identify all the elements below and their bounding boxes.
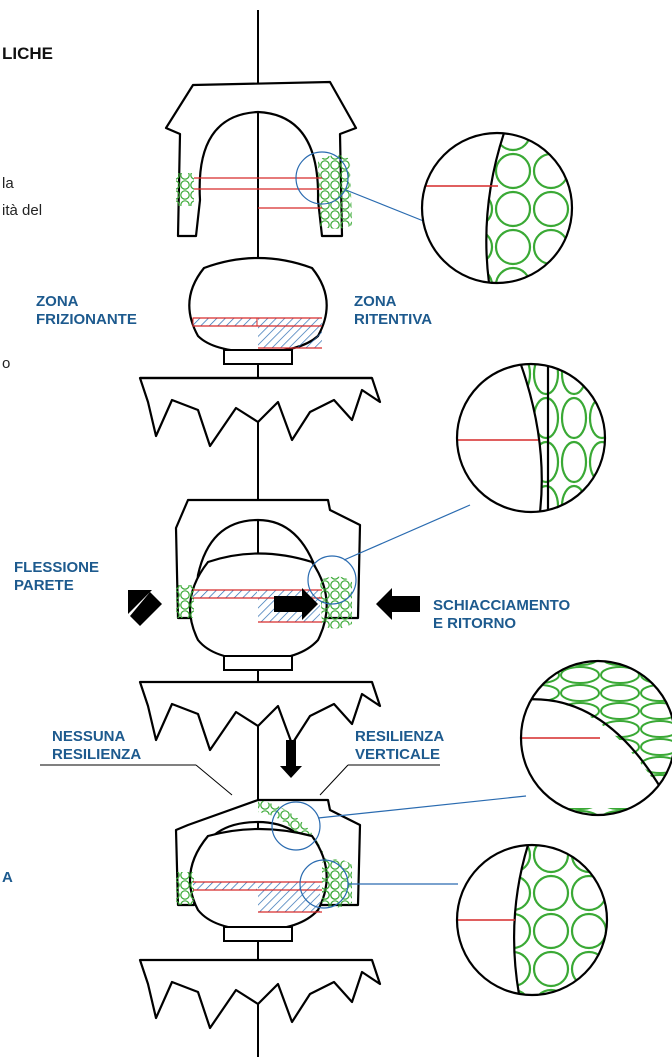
body-text-fragment: la ità del (2, 170, 42, 224)
label-nessuna-line2: RESILIENZA (52, 746, 142, 763)
magnifier-retention-zone (422, 133, 572, 283)
label-zona-ritentiva-line1: ZONA (354, 293, 397, 310)
body-line-2: ità del (2, 202, 43, 219)
magnifier-vertical-resilience (521, 661, 672, 815)
engaged-assembly-vertical (40, 740, 527, 1030)
label-nessuna-line1: NESSUNA (52, 728, 126, 745)
label-flessione-line1: FLESSIONE (14, 559, 100, 576)
label-resilienza-verticale: RESILIENZA VERTICALE (355, 728, 444, 764)
label-zona-frizionante-line1: ZONA (36, 293, 79, 310)
matrix-cap-1 (164, 80, 427, 238)
body-text-fragment-a: A (2, 869, 13, 886)
magnifier-flexion (457, 364, 605, 512)
label-zona-ritentiva: ZONA RITENTIVA (354, 293, 432, 329)
label-zona-frizionante-line2: FRIZIONANTE (36, 311, 137, 328)
label-schiacciamento-line1: SCHIACCIAMENTO (433, 597, 571, 614)
engaged-assembly-flexion (128, 498, 471, 752)
label-schiacciamento-line2: E RITORNO (433, 615, 517, 632)
label-flessione-line2: PARETE (14, 577, 74, 594)
section-heading-fragment: LICHE (2, 44, 53, 63)
label-schiacciamento: SCHIACCIAMENTO E RITORNO (433, 597, 570, 633)
label-zona-ritentiva-line2: RITENTIVA (354, 311, 433, 328)
body-line-1: la (2, 175, 14, 192)
label-zona-frizionante: ZONA FRIZIONANTE (36, 293, 137, 329)
label-resilienza-line1: RESILIENZA (355, 728, 445, 745)
label-nessuna-resilienza: NESSUNA RESILIENZA (52, 728, 141, 764)
label-flessione-parete: FLESSIONE PARETE (14, 559, 99, 595)
magnifier-lateral-retention (457, 845, 607, 995)
label-resilienza-line2: VERTICALE (355, 746, 441, 763)
body-text-fragment-o: o (2, 355, 11, 372)
ball-abutment (138, 256, 382, 448)
